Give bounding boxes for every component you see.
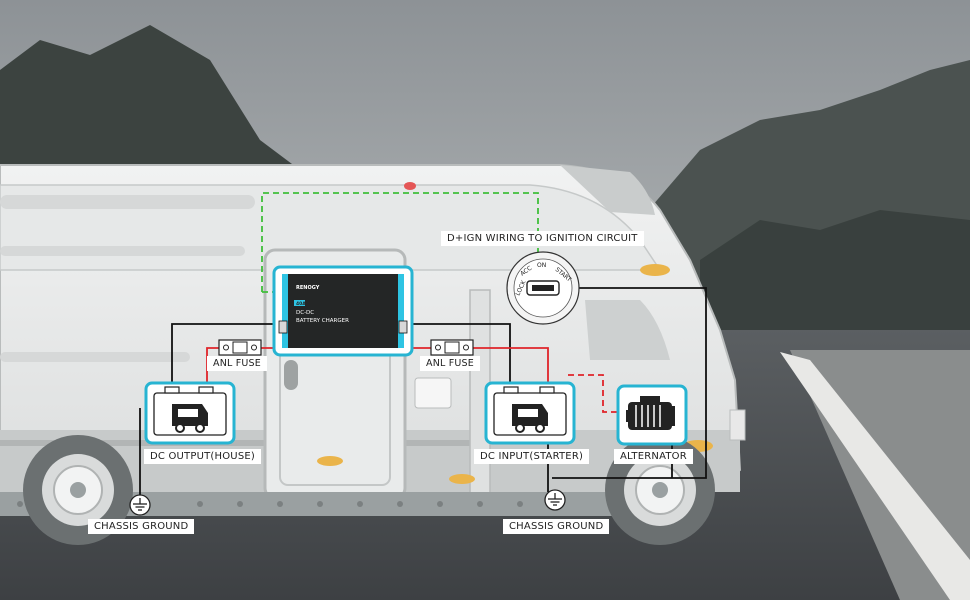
charger-line2: BATTERY CHARGER	[296, 318, 349, 324]
starter-battery-icon	[484, 381, 576, 445]
dign-wiring-label: D+IGN WIRING TO IGNITION CIRCUIT	[441, 231, 644, 246]
house-battery-icon	[144, 381, 236, 445]
chassis-ground-left-icon	[129, 494, 151, 516]
anl-fuse-right-icon	[430, 339, 474, 356]
dc-output-label: DC OUTPUT(HOUSE)	[144, 449, 261, 464]
ignition-wire	[261, 192, 539, 292]
anl-fuse-left-icon	[218, 339, 262, 356]
alternator-label: ALTERNATOR	[614, 449, 693, 464]
chassis-ground-right-label: CHASSIS GROUND	[503, 519, 610, 534]
road-edge-line	[780, 352, 970, 600]
rear-wheel	[23, 435, 133, 545]
ignition-switch-icon: LOCK ACC ON START	[506, 251, 580, 325]
forest-right	[700, 210, 970, 350]
ignition-on-label: ON	[537, 262, 546, 269]
anl-fuse-right-label: ANL FUSE	[420, 356, 480, 371]
dc-input-label: DC INPUT(STARTER)	[474, 449, 590, 464]
chassis-ground-right-icon	[544, 489, 566, 511]
anl-fuse-left-label: ANL FUSE	[207, 356, 267, 371]
charger-brand: RENOGY	[296, 285, 320, 291]
alternator-positive-wire	[568, 374, 622, 413]
charger-line1: DC-DC	[296, 310, 314, 316]
dc-dc-charger: RENOGY 40A DC-DC BATTERY CHARGER	[272, 265, 414, 357]
charger-rating: 40A	[296, 301, 306, 307]
chassis-ground-left-label: CHASSIS GROUND	[88, 519, 195, 534]
alternator-icon	[616, 384, 688, 446]
